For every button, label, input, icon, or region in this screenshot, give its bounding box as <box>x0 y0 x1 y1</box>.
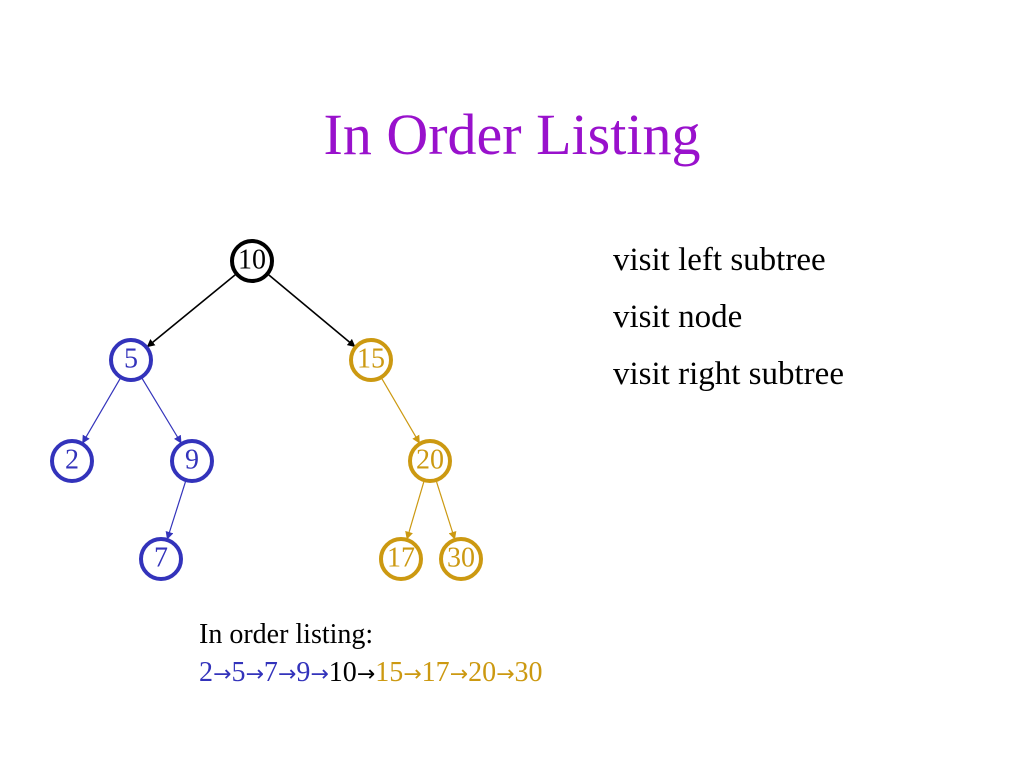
tree-node-15: 15 <box>349 338 393 382</box>
node-circle <box>439 537 483 581</box>
listing-value: 7 <box>263 657 278 688</box>
edge-n10-n5 <box>146 273 238 348</box>
tree-nodes: 10 5 15 2 9 7 20 17 30 <box>50 239 483 581</box>
tree-node-7: 7 <box>139 537 183 581</box>
listing-arrow-icon: → <box>356 662 376 687</box>
listing-value: 30 <box>514 657 543 688</box>
listing-label: In order listing: <box>199 619 374 650</box>
in-order-listing: In order listing: 2→5→7→9→10→15→17→20→30 <box>199 616 543 694</box>
listing-value: 9 <box>296 657 311 688</box>
node-label: 2 <box>65 444 79 475</box>
edge-n15-n20 <box>380 376 420 444</box>
tree-node-2: 2 <box>50 439 94 483</box>
node-circle <box>50 439 94 483</box>
node-circle <box>349 338 393 382</box>
tree-node-17: 17 <box>379 537 423 581</box>
node-circle <box>379 537 423 581</box>
listing-value: 17 <box>421 657 450 688</box>
node-label: 20 <box>416 444 444 475</box>
listing-arrow-icon: → <box>245 662 264 687</box>
tree-node-9: 9 <box>170 439 214 483</box>
tree-node-10: 10 <box>230 239 274 283</box>
listing-value: 20 <box>468 657 497 688</box>
node-circle <box>230 239 274 283</box>
listing-arrow-icon: → <box>277 662 297 687</box>
listing-arrow-icon: → <box>449 662 469 687</box>
node-label: 15 <box>357 343 385 374</box>
step-visit-right-subtree: visit right subtree <box>613 356 844 392</box>
node-label: 9 <box>185 444 199 475</box>
listing-arrow-icon: → <box>496 662 515 687</box>
node-circle <box>408 439 452 483</box>
step-visit-left-subtree: visit left subtree <box>613 242 826 278</box>
listing-arrow-icon: → <box>403 662 422 687</box>
listing-value: 5 <box>231 657 246 688</box>
tree-node-5: 5 <box>109 338 153 382</box>
node-label: 10 <box>238 244 266 275</box>
edge-n5-n9 <box>140 376 182 444</box>
node-circle <box>139 537 183 581</box>
node-label: 30 <box>447 542 475 573</box>
edge-n5-n2 <box>82 376 122 444</box>
traversal-steps: visit left subtree visit node visit righ… <box>613 232 844 403</box>
listing-sequence: 2→5→7→9→10→15→17→20→30 <box>199 654 543 694</box>
node-label: 7 <box>154 542 168 573</box>
node-circle <box>170 439 214 483</box>
edge-n9-n7 <box>165 479 187 540</box>
node-label: 5 <box>124 343 138 374</box>
edge-n10-n15 <box>266 273 356 348</box>
listing-value: 2 <box>199 657 213 688</box>
slide-title: In Order Listing <box>323 102 701 167</box>
node-label: 17 <box>387 542 415 573</box>
listing-value: 15 <box>375 657 404 688</box>
tree-node-30: 30 <box>439 537 483 581</box>
step-visit-node: visit node <box>613 299 743 335</box>
listing-arrow-icon: → <box>310 662 329 687</box>
edge-n20-n17 <box>405 480 425 540</box>
tree-edges <box>82 273 457 540</box>
tree-node-20: 20 <box>408 439 452 483</box>
listing-arrow-icon: → <box>213 662 232 687</box>
listing-value: 10 <box>328 657 357 688</box>
node-circle <box>109 338 153 382</box>
edge-n20-n30 <box>435 479 457 540</box>
